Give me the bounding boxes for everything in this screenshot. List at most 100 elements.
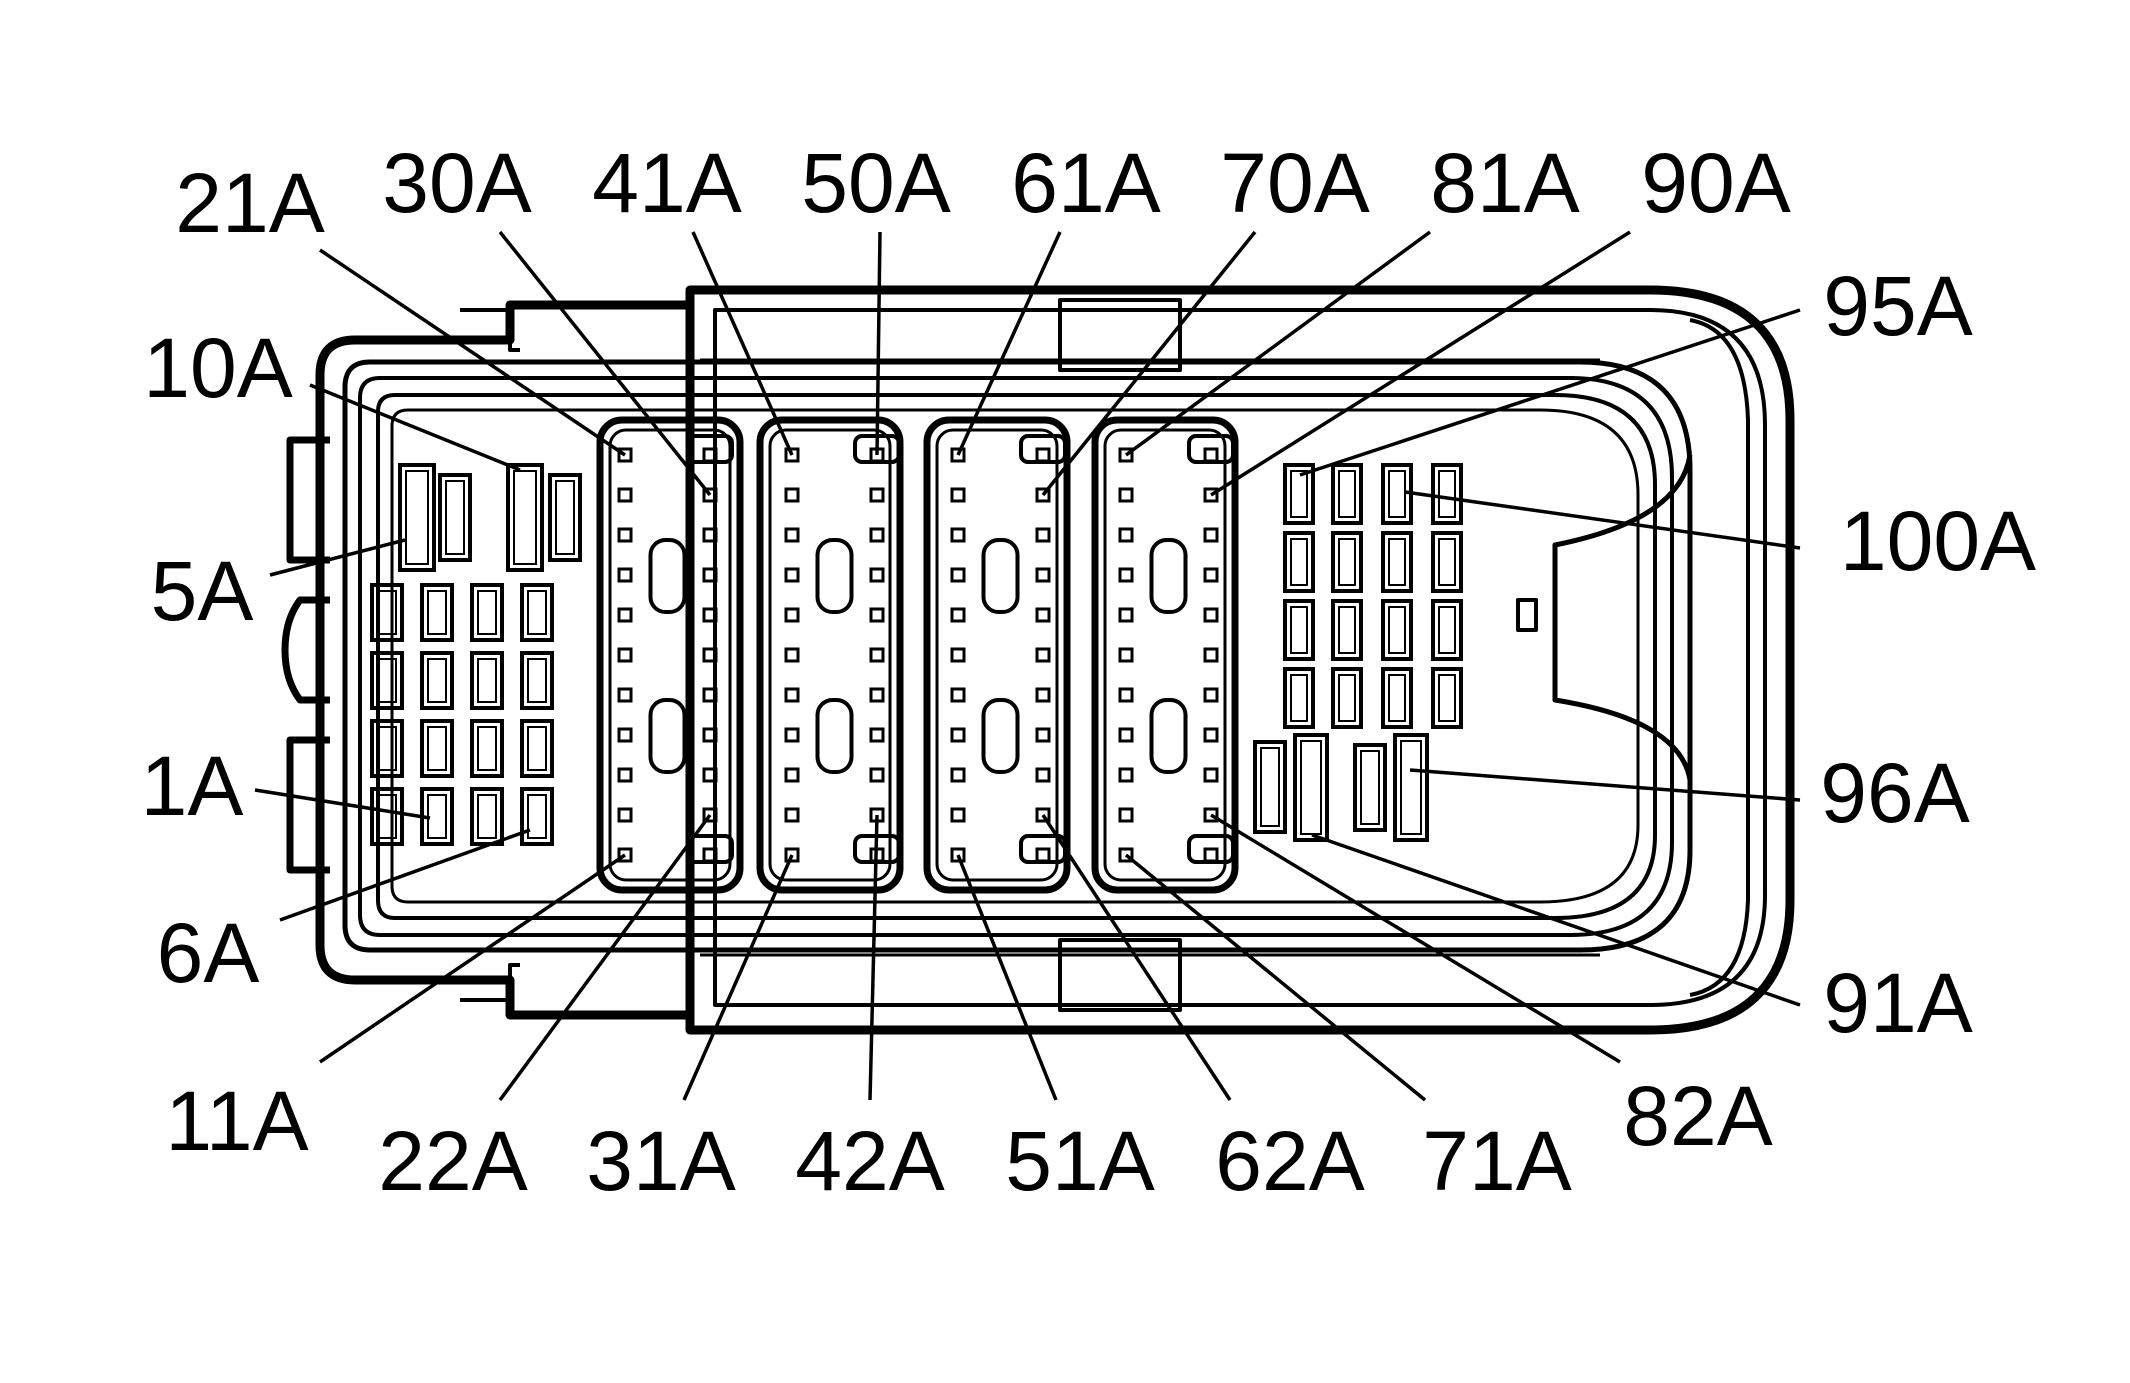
leader-line-90a <box>1210 230 1631 497</box>
cavity-slot <box>1149 698 1188 774</box>
terminal-pin <box>617 647 633 663</box>
terminal-pin <box>1035 567 1051 583</box>
terminal-pin <box>950 687 966 703</box>
pin-label-51a: 51A <box>1005 1114 1154 1208</box>
terminal-pin <box>950 727 966 743</box>
terminal-pin <box>702 807 718 823</box>
right-slot <box>1293 733 1329 842</box>
cavity-slot <box>815 538 854 614</box>
terminal-pin <box>784 607 800 623</box>
leader-line-82a <box>1210 813 1621 1064</box>
terminal-pin <box>950 647 966 663</box>
pin-label-96a: 96A <box>1820 746 1969 840</box>
leader-line-5a <box>269 538 406 577</box>
leader-line-21a <box>319 248 626 457</box>
right-slot <box>1353 743 1387 832</box>
terminal-pin <box>1035 607 1051 623</box>
right-slot <box>1431 531 1463 593</box>
left-slot-inner <box>513 470 537 565</box>
terminal-pin <box>1203 847 1219 863</box>
terminal-pin <box>702 767 718 783</box>
terminal-pin <box>784 447 800 463</box>
pin-label-30a: 30A <box>382 136 531 230</box>
left-slot-inner <box>477 658 497 703</box>
leader-line-96a <box>1409 768 1801 802</box>
left-slot <box>420 719 454 778</box>
left-slot-inner <box>477 794 497 839</box>
terminal-pin <box>1035 807 1051 823</box>
terminal-pin <box>1118 487 1134 503</box>
terminal-pin <box>617 847 633 863</box>
terminal-pin <box>1203 607 1219 623</box>
terminal-pin <box>617 767 633 783</box>
right-slot-inner <box>1438 470 1456 518</box>
right-slot-inner <box>1438 538 1456 586</box>
pin-label-50a: 50A <box>801 136 950 230</box>
terminal-pin <box>869 767 885 783</box>
right-slot <box>1331 599 1363 661</box>
terminal-pin <box>784 727 800 743</box>
pin-label-41a: 41A <box>592 136 741 230</box>
right-slot-inner <box>1388 606 1406 654</box>
terminal-pin <box>950 487 966 503</box>
terminal-pin <box>869 487 885 503</box>
left-slot-inner <box>377 590 397 635</box>
pin-label-71a: 71A <box>1422 1114 1571 1208</box>
leader-line-100a <box>1404 490 1801 550</box>
terminal-pin <box>869 607 885 623</box>
terminal-block <box>1091 416 1239 894</box>
leader-line-22a <box>498 813 712 1102</box>
terminal-pin <box>702 687 718 703</box>
terminal-pin <box>1118 647 1134 663</box>
cavity-slot <box>981 538 1020 614</box>
left-slot-inner <box>427 658 447 703</box>
connector-housing <box>281 285 1795 1035</box>
leader-line-50a <box>875 231 882 456</box>
terminal-block-inner <box>608 428 732 882</box>
left-slot <box>470 719 504 778</box>
left-slot-inner <box>377 794 397 839</box>
right-slot-inner <box>1388 538 1406 586</box>
terminal-pin <box>702 487 718 503</box>
pin-label-70a: 70A <box>1220 136 1369 230</box>
right-slot <box>1381 531 1413 593</box>
pin-label-11a: 11A <box>165 1074 308 1168</box>
left-slot <box>370 651 404 710</box>
terminal-pin <box>950 567 966 583</box>
pin-label-81a: 81A <box>1430 136 1579 230</box>
cavity-slot <box>815 698 854 774</box>
left-slot-inner <box>377 726 397 771</box>
right-slot-inner <box>1290 538 1308 586</box>
left-slot-inner <box>427 794 447 839</box>
pin-label-5a: 5A <box>151 544 254 638</box>
terminal-pin <box>869 647 885 663</box>
leader-line-30a <box>498 230 712 497</box>
left-slot <box>520 583 554 642</box>
leader-line-81a <box>1124 230 1432 457</box>
terminal-pin <box>784 807 800 823</box>
cavity-slot <box>1149 538 1188 614</box>
leader-line-51a <box>956 854 1058 1101</box>
left-slot-inner <box>445 480 465 555</box>
pin-label-61a: 61A <box>1011 136 1160 230</box>
left-slot <box>420 651 454 710</box>
terminal-pin <box>1203 567 1219 583</box>
right-slot-inner <box>1338 470 1356 518</box>
terminal-block <box>923 416 1071 894</box>
right-slot <box>1331 667 1363 729</box>
terminal-pin <box>1203 487 1219 503</box>
leader-line-41a <box>691 231 794 456</box>
terminal-pin <box>784 687 800 703</box>
terminal-pin <box>869 527 885 543</box>
left-slot <box>470 583 504 642</box>
leader-line-6a <box>279 828 531 922</box>
terminal-pin <box>950 447 966 463</box>
pin-labels: 21A 30A 41A 50A 61A 70A 81A 90A 11A 22A … <box>141 136 2036 1208</box>
terminal-pin <box>1035 727 1051 743</box>
terminal-pin <box>950 847 966 863</box>
terminal-pin <box>1203 727 1219 743</box>
right-slot-inner <box>1388 674 1406 722</box>
latch-tab <box>1019 434 1067 464</box>
left-slot-inner <box>477 726 497 771</box>
